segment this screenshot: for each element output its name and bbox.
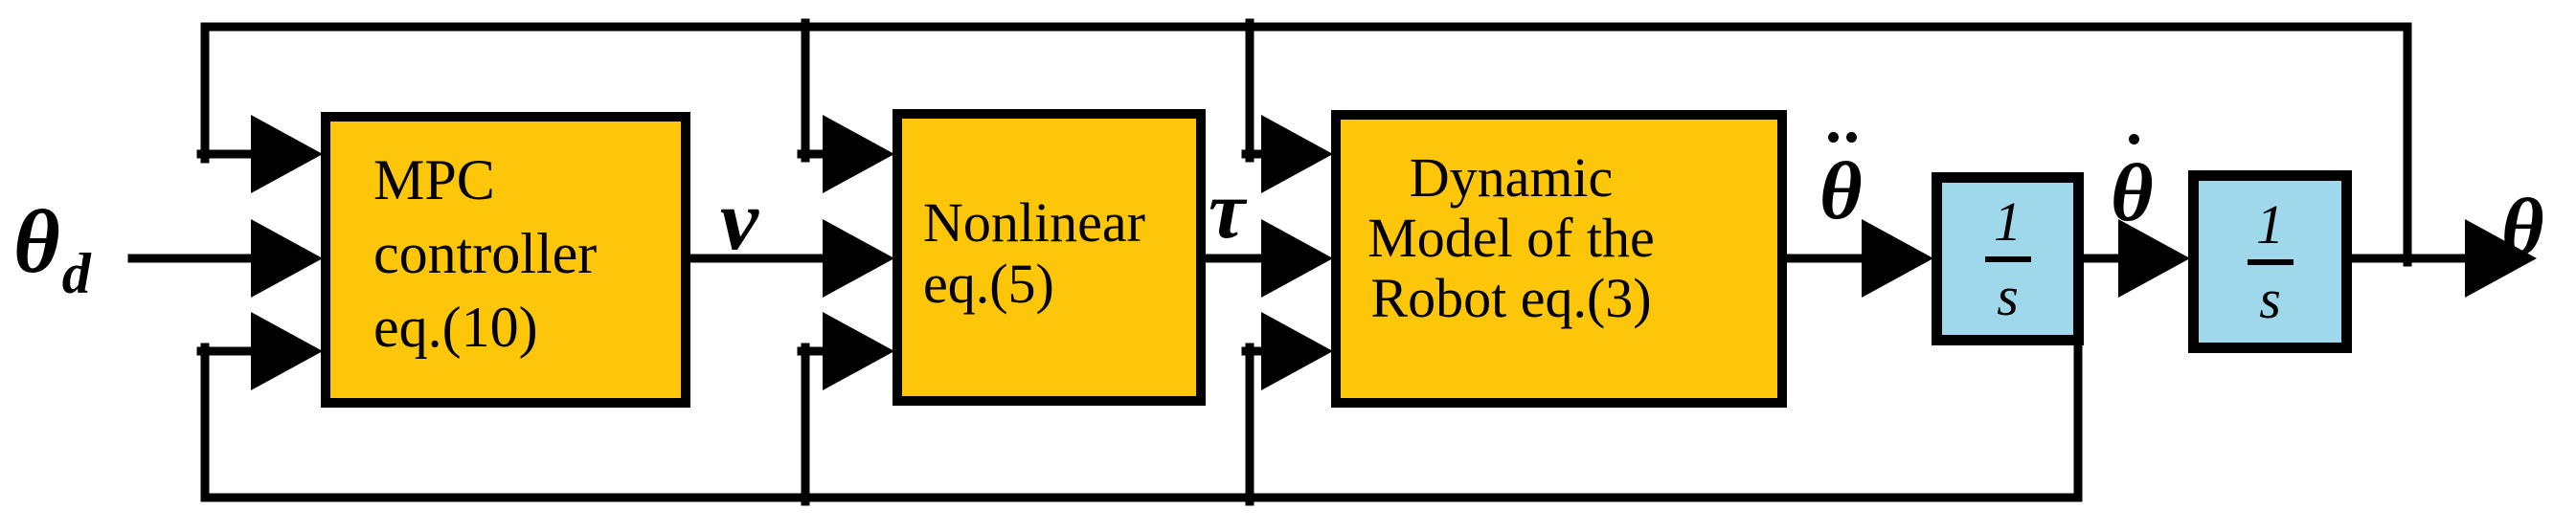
integrator2-numerator: 1 — [2256, 192, 2284, 255]
label-theta-d: θd — [13, 197, 91, 302]
theta-ddot-symbol: θ — [1819, 144, 1863, 236]
arrowhead-mpc-bottom-input-icon — [251, 312, 323, 390]
arrowhead-dynamic-mid-input-icon — [1261, 219, 1333, 298]
integrator1-numerator: 1 — [1994, 189, 2022, 253]
integrator2-denominator: s — [2259, 267, 2281, 330]
dynamic-model-block: Dynamic Model of the Robot eq.(3) — [1331, 110, 1787, 408]
theta-ddot-accent-dot2 — [1846, 132, 1857, 143]
arrowhead-dynamic-top-input-icon — [1261, 115, 1333, 193]
label-theta-dot: θ — [2111, 134, 2154, 233]
theta-dot-symbol: θ — [2111, 146, 2154, 238]
theta-d-symbol: θ — [13, 192, 60, 292]
theta-dot-accent-dot — [2129, 134, 2139, 144]
v-symbol: v — [720, 173, 758, 268]
arrowhead-nonlinear-bottom-input-icon — [823, 312, 894, 390]
label-v: v — [720, 178, 758, 264]
arrowhead-dynamic-bottom-input-icon — [1261, 312, 1333, 390]
arrowhead-nonlinear-mid-input-icon — [823, 219, 894, 298]
fraction-bar — [1984, 255, 2031, 262]
integrator1-denominator: s — [1997, 264, 2019, 327]
label-theta-out: θ — [2501, 186, 2544, 268]
theta-d-subscript: d — [61, 242, 91, 305]
dynamic-block-label-line2: Model of the — [1367, 207, 1655, 269]
integrator1-block: 1 s — [1932, 172, 2084, 345]
wire-bottom-feedback-bus — [200, 250, 2083, 502]
fraction-bar — [2247, 258, 2294, 265]
wire-top-feedback-bus — [200, 22, 2412, 267]
arrowhead-integrator2-input-icon — [2118, 219, 2190, 298]
arrowhead-mpc-mid-input-icon — [251, 219, 323, 298]
tau-symbol: τ — [1209, 164, 1246, 255]
nonlinear-block-label-line2: eq.(5) — [923, 253, 1054, 315]
nonlinear-block: Nonlinear eq.(5) — [893, 109, 1206, 406]
integrator2-fraction: 1 s — [2247, 192, 2294, 330]
dynamic-block-label-line1: Dynamic — [1409, 146, 1614, 209]
integrator1-fraction: 1 s — [1984, 189, 2031, 327]
mpc-controller-block: MPC controller eq.(10) — [321, 112, 690, 408]
label-tau: τ — [1209, 168, 1245, 251]
theta-ddot-accent-dot1 — [1828, 132, 1839, 143]
mpc-block-label-line2: controller — [373, 222, 598, 285]
dynamic-block-label-line3: Robot eq.(3) — [1370, 267, 1652, 329]
mpc-block-label-line1: MPC — [373, 148, 495, 211]
theta-out-symbol: θ — [2501, 181, 2544, 273]
nonlinear-block-label-line1: Nonlinear — [923, 191, 1145, 254]
arrowhead-theta-output-icon — [2465, 219, 2537, 298]
label-theta-ddot: θ — [1819, 132, 1863, 232]
arrowhead-integrator1-input-icon — [1862, 219, 1933, 298]
mpc-block-label-line3: eq.(10) — [373, 296, 538, 359]
integrator2-block: 1 s — [2188, 170, 2352, 353]
arrowhead-nonlinear-top-input-icon — [823, 115, 894, 193]
arrowhead-mpc-top-input-icon — [251, 115, 323, 193]
